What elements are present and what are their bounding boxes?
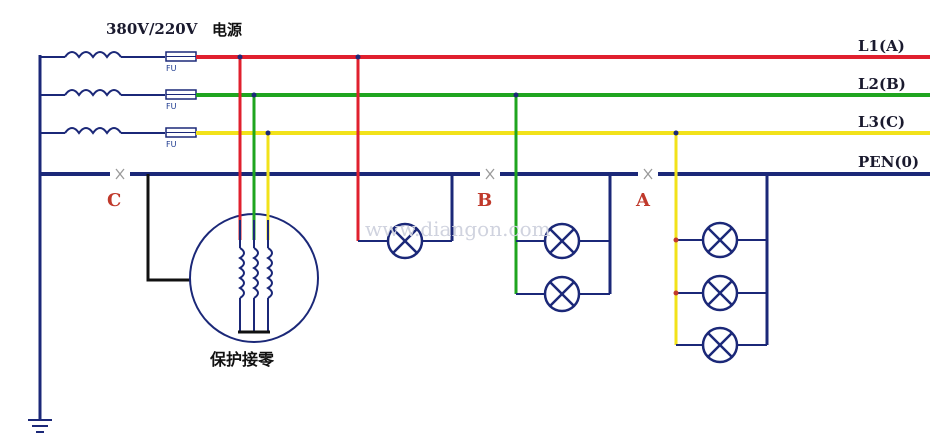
line-label-pen: PEN(0) [858,153,919,171]
fuse-label: FU [166,64,177,73]
watermark: www.diangon.com [365,217,551,241]
line-label-l1: L1(A) [858,37,905,55]
fuse-l3: FU [165,127,197,149]
junction-dot [251,92,257,98]
fuse-l2: FU [165,89,197,111]
transformer-winding-l1 [40,51,165,59]
motor-windings [238,220,273,334]
point-label-a: A [635,190,651,211]
motor-caption: 保护接零 [209,350,275,369]
lamp-icon [701,274,739,312]
junction-dot [265,130,271,136]
line-label-l3: L3(C) [858,113,905,131]
junction-dot [673,130,679,136]
motor-pen-connection [146,174,190,282]
junction-dot [673,237,679,243]
lamp-icon [543,275,581,313]
source-label: 电源 [212,21,242,39]
break-mark-b [485,168,495,180]
transformer-winding-l2 [40,89,165,97]
break-mark-a [643,168,653,180]
junction-dot [355,54,361,60]
point-label-b: B [477,190,492,211]
transformer-winding-l3 [40,127,165,135]
junction-dot [237,54,243,60]
lamp-icon [701,326,739,364]
line-label-l2: L2(B) [858,75,906,93]
point-label-c: C [107,190,121,211]
fuse-l1: FU [165,51,197,73]
fuse-label: FU [166,102,177,111]
lamp-icon [701,221,739,259]
ground-icon [28,419,52,433]
junction-dot [513,92,519,98]
break-mark-c [115,168,125,180]
voltage-label: 380V/220V [106,20,198,38]
junction-dot [673,290,679,296]
fuse-label: FU [166,140,177,149]
